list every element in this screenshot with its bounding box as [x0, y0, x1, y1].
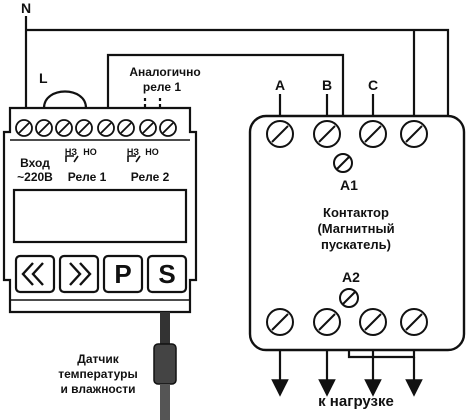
label-relay1: Реле 1	[68, 170, 107, 184]
label-relay2-no: НО	[145, 147, 159, 157]
contactor-housing	[248, 114, 466, 352]
button-s[interactable]: S	[146, 254, 188, 294]
label-relay2-nz: НЗ	[127, 147, 139, 157]
label-contactor-line3: пускатель)	[321, 237, 391, 252]
double-chevron-right-icon	[69, 262, 92, 286]
relay-2-contact-symbol	[127, 155, 141, 163]
contactor-device	[248, 114, 466, 352]
controller-terminal	[97, 119, 115, 137]
controller-display	[12, 188, 188, 244]
label-phase-a: A	[275, 77, 285, 93]
controller-terminal	[159, 119, 177, 137]
button-p[interactable]: P	[102, 254, 144, 294]
label-a2: A2	[342, 269, 360, 285]
contactor-terminal	[359, 308, 387, 336]
relay-to-a1-wire	[106, 53, 345, 160]
label-n: N	[21, 0, 31, 16]
contactor-top-terminals	[266, 120, 428, 148]
label-phase-c: C	[368, 77, 378, 93]
label-input-line2: ~220В	[17, 170, 53, 184]
sensor-cable-bottom	[160, 384, 170, 420]
label-relay1-nz: НЗ	[65, 147, 77, 157]
sensor-cable-top	[160, 312, 170, 344]
controller-terminal	[35, 119, 53, 137]
sensor-head	[153, 343, 177, 385]
label-to-load: к нагрузке	[318, 393, 394, 410]
button-p-label: P	[114, 259, 131, 289]
labels: N L Аналогично реле 1 Вход ~220В НЗ НО Р…	[17, 0, 394, 410]
coil-terminal-a1	[333, 153, 353, 173]
controller-terminal	[139, 119, 157, 137]
double-chevron-left-icon	[21, 262, 44, 286]
button-right[interactable]	[58, 254, 100, 294]
neutral-bus	[26, 28, 450, 130]
contactor-bottom-terminals	[266, 308, 428, 336]
label-analog-line1: Аналогично	[129, 65, 200, 79]
controller-terminal	[75, 119, 93, 137]
button-s-label: S	[158, 259, 175, 289]
contactor-terminal	[313, 120, 341, 148]
controller-terminal	[55, 119, 73, 137]
controller-device: P S	[2, 106, 198, 314]
contactor-terminal	[266, 120, 294, 148]
contactor-terminal	[400, 308, 428, 336]
controller-terminal	[117, 119, 135, 137]
l-loop-wire	[42, 90, 88, 109]
label-l: L	[39, 70, 48, 86]
label-contactor-line1: Контактор	[323, 205, 389, 220]
sensor-probe	[153, 312, 177, 420]
coil-terminal-a2	[339, 288, 359, 308]
label-sensor-line3: и влажности	[60, 382, 135, 396]
contactor-terminal	[359, 120, 387, 148]
label-relay2: Реле 2	[131, 170, 170, 184]
label-input-line1: Вход	[20, 156, 50, 170]
controller-terminal	[15, 119, 33, 137]
relay-1-contact-symbol	[65, 155, 79, 163]
contactor-terminal	[313, 308, 341, 336]
button-left[interactable]	[14, 254, 56, 294]
contactor-terminal	[266, 308, 294, 336]
controller-terminals	[15, 119, 177, 137]
label-sensor-line1: Датчик	[77, 352, 119, 366]
label-analog-line2: реле 1	[143, 80, 181, 94]
label-a1: A1	[340, 177, 358, 193]
label-relay1-no: НО	[83, 147, 97, 157]
contactor-terminal	[400, 120, 428, 148]
label-sensor-line2: температуры	[58, 367, 137, 381]
label-phase-b: B	[322, 77, 332, 93]
label-contactor-line2: (Магнитный	[317, 221, 394, 236]
